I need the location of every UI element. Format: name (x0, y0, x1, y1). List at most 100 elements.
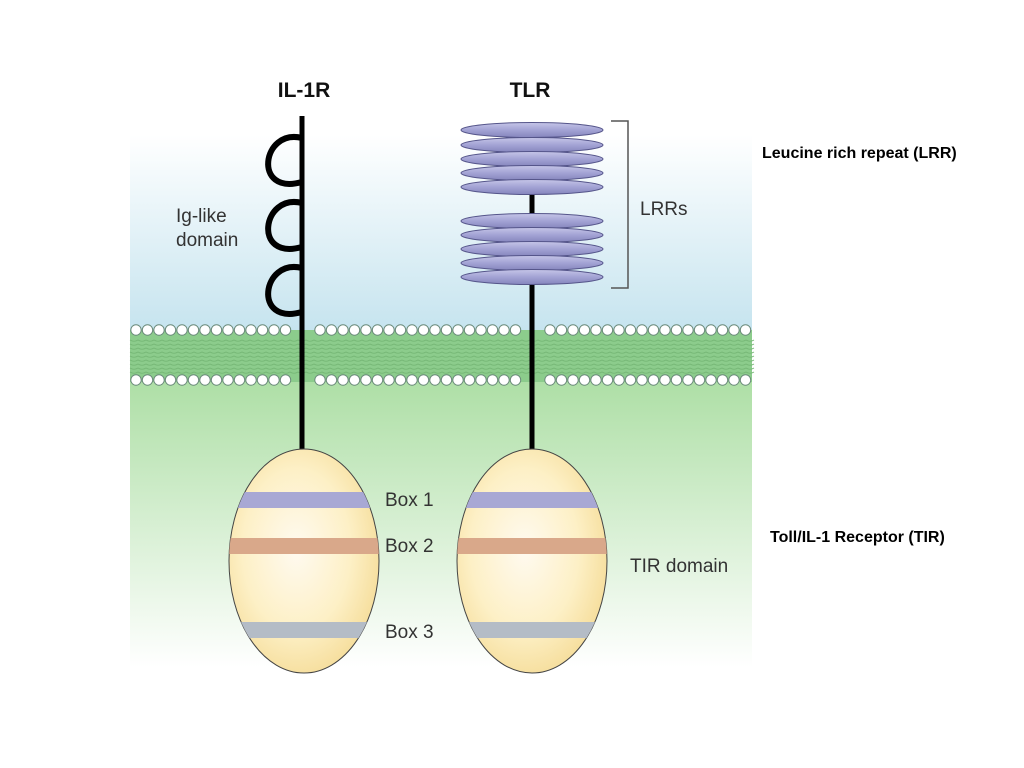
lipid-head (728, 374, 740, 386)
lipid-head (187, 374, 200, 386)
lipid-head (406, 324, 418, 336)
lipid-head (371, 324, 384, 336)
lipid-head (348, 324, 361, 336)
il1r-box-2 (229, 538, 379, 554)
lipid-head (670, 374, 683, 386)
lipid-head (406, 374, 418, 386)
lipid-head (153, 324, 165, 336)
lipid-head (245, 374, 257, 386)
lipid-head (463, 324, 476, 336)
lipid-head (153, 374, 165, 386)
lipid-head (544, 374, 556, 386)
lipid-head (176, 324, 188, 336)
lipid-head (256, 374, 269, 386)
lipid-head (728, 324, 740, 336)
tlr-box-3 (457, 622, 607, 638)
lipid-head (578, 374, 591, 386)
lipid-head (325, 324, 338, 336)
lipid-head (682, 374, 694, 386)
lipid-head (164, 324, 177, 336)
lrr-bracket (611, 120, 629, 289)
lipid-head (130, 324, 142, 336)
lipid-heads-bottom (130, 374, 752, 386)
lipid-head (187, 324, 200, 336)
tir-annotation: Toll/IL-1 Receptor (TIR) (770, 529, 945, 546)
lipid-head (337, 324, 349, 336)
membrane-waves (129, 339, 755, 374)
lipid-head (739, 324, 752, 336)
lipid-head (360, 324, 372, 336)
tlr-box-2 (457, 538, 607, 554)
lrr-disc (460, 213, 604, 229)
tlr-tir-domain (456, 448, 608, 674)
lipid-head (417, 374, 430, 386)
ig-like-domains (265, 134, 303, 317)
lipid-head (222, 324, 234, 336)
lipid-head (325, 374, 338, 386)
cytoplasm-region (130, 382, 752, 667)
il1r-tir-domain (228, 448, 380, 674)
lrr-disc (460, 165, 604, 181)
box-3-label: Box 3 (385, 622, 434, 643)
lrr-discs (460, 122, 604, 285)
lipid-head (429, 374, 441, 386)
lipid-head (279, 374, 292, 386)
lipid-head (567, 324, 579, 336)
tir-domain-label: TIR domain (630, 556, 728, 577)
lipid-head (693, 374, 706, 386)
lrr-disc (460, 227, 604, 243)
lipid-head (268, 324, 280, 336)
lipid-head (544, 324, 556, 336)
lrr-disc (460, 241, 604, 257)
lipid-head (659, 324, 671, 336)
lipid-head (440, 374, 453, 386)
lipid-head (739, 374, 752, 386)
lipid-head (383, 374, 395, 386)
lipid-head (613, 324, 625, 336)
lipid-head (705, 324, 717, 336)
lipid-head (578, 324, 591, 336)
lipid-head (429, 324, 441, 336)
lrr-disc (460, 122, 604, 138)
lipid-head (590, 324, 602, 336)
lipid-head (371, 374, 384, 386)
box-1-label: Box 1 (385, 490, 434, 511)
lipid-head (199, 324, 211, 336)
lipid-head (222, 374, 234, 386)
lipid-head (716, 374, 729, 386)
lipid-head (670, 324, 683, 336)
lipid-head (509, 374, 522, 386)
lipid-head (682, 324, 694, 336)
lipid-head (245, 324, 257, 336)
lipid-head (279, 324, 292, 336)
lipid-head (268, 374, 280, 386)
lipid-head (164, 374, 177, 386)
ig-like-label-line2: domain (176, 230, 238, 251)
lipid-head (210, 324, 223, 336)
lipid-head (601, 324, 614, 336)
box-2-label: Box 2 (385, 536, 434, 557)
extracellular-region (130, 135, 752, 330)
lipid-head (383, 324, 395, 336)
lipid-head (647, 324, 660, 336)
lipid-head (659, 374, 671, 386)
lipid-head (555, 324, 568, 336)
lipid-head (256, 324, 269, 336)
tlr-title: TLR (510, 79, 551, 102)
lipid-head (360, 374, 372, 386)
il1r-box-3 (229, 622, 379, 638)
lipid-head (394, 324, 407, 336)
lipid-head (452, 324, 464, 336)
lipid-head (141, 374, 154, 386)
lipid-head (636, 374, 648, 386)
lipid-head (314, 324, 326, 336)
lipid-head (705, 374, 717, 386)
ig-loop-1 (265, 134, 303, 187)
lrr-disc (460, 255, 604, 271)
lipid-head (417, 324, 430, 336)
lipid-head (624, 374, 637, 386)
ig-loop-3 (265, 264, 303, 317)
tlr-box-1 (457, 492, 607, 508)
lipid-head (590, 374, 602, 386)
